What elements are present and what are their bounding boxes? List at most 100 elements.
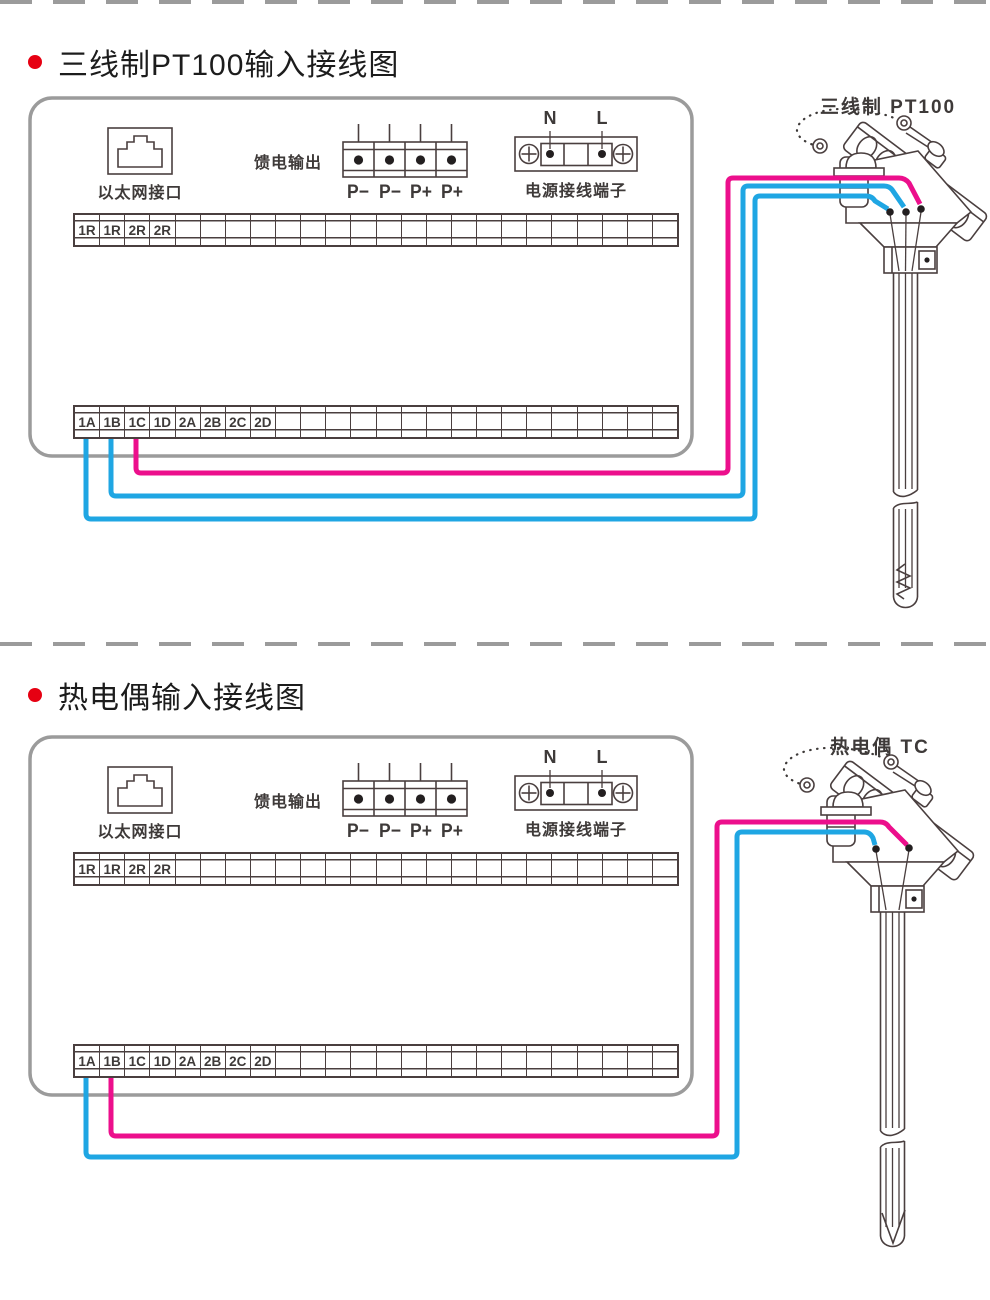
terminal-cell-empty xyxy=(452,407,477,437)
terminal-cell-empty xyxy=(276,407,302,437)
section2-title: 热电偶输入接线图 xyxy=(58,682,306,715)
terminal-cell-empty xyxy=(603,1046,628,1076)
terminal-cell-empty xyxy=(276,215,302,245)
terminal-cell-2B: 2B xyxy=(201,1046,226,1076)
terminal-cell-empty xyxy=(427,1046,452,1076)
terminal-cell-empty xyxy=(326,407,352,437)
terminal-cell-empty xyxy=(527,1046,553,1076)
terminal-cell-2C: 2C xyxy=(226,1046,251,1076)
terminal-cell-empty xyxy=(603,854,628,884)
terminal-cell-2R: 2R xyxy=(125,215,151,245)
terminal-cell-empty xyxy=(226,215,251,245)
terminal-cell-empty xyxy=(653,215,677,245)
terminal-cell-empty xyxy=(552,1046,578,1076)
terminal-cell-empty xyxy=(326,854,352,884)
feed-terminal-label: P− xyxy=(347,821,369,842)
terminal-cell-empty xyxy=(377,215,402,245)
terminal-cell-empty xyxy=(552,215,578,245)
terminal-cell-empty xyxy=(452,1046,477,1076)
terminal-cell-1R: 1R xyxy=(75,215,101,245)
terminal-cell-1R: 1R xyxy=(100,854,126,884)
terminal-cell-1A: 1A xyxy=(75,1046,101,1076)
diagram1-sensor xyxy=(795,102,990,609)
section1-title: 三线制PT100输入接线图 xyxy=(58,49,400,82)
feed-terminal-label: P+ xyxy=(441,182,463,203)
terminal-cell-2B: 2B xyxy=(201,407,226,437)
pt100-element-icon xyxy=(895,563,912,600)
terminal-cell-empty xyxy=(628,407,653,437)
terminal-cell-empty xyxy=(377,1046,402,1076)
terminal-cell-empty xyxy=(427,854,452,884)
terminal-cell-empty xyxy=(251,854,276,884)
red-bullet-icon xyxy=(28,55,42,69)
ethernet-label: 以太网接口 xyxy=(97,185,183,202)
terminal-cell-empty xyxy=(176,854,201,884)
terminal-cell-empty xyxy=(276,854,302,884)
terminal-cell-empty xyxy=(301,215,327,245)
sensor-terminal-dot xyxy=(886,208,894,216)
terminal-cell-empty xyxy=(578,407,603,437)
diagram2-wires xyxy=(83,819,913,1160)
terminal-cell-2D: 2D xyxy=(251,407,276,437)
terminal-cell-empty xyxy=(502,854,528,884)
terminal-cell-empty xyxy=(402,854,427,884)
terminal-cell-empty xyxy=(578,1046,603,1076)
feed-terminal-label: P− xyxy=(379,821,401,842)
terminal-cell-empty xyxy=(477,407,503,437)
terminal-cell-1C: 1C xyxy=(125,1046,151,1076)
terminal-cell-empty xyxy=(527,215,553,245)
terminal-cell-empty xyxy=(201,854,226,884)
terminal-cell-empty xyxy=(653,407,677,437)
terminal-cell-empty xyxy=(552,407,578,437)
terminal-cell-empty xyxy=(301,854,327,884)
sensor1-title: 三线制 PT100 xyxy=(819,97,957,118)
terminal-cell-empty xyxy=(276,1046,302,1076)
terminal-cell-empty xyxy=(176,215,201,245)
wire-1B-magenta xyxy=(108,819,909,1139)
terminal-cell-2R: 2R xyxy=(150,854,176,884)
terminal-cell-empty xyxy=(377,854,402,884)
terminal-cell-2A: 2A xyxy=(176,1046,201,1076)
wire-1A-blue xyxy=(83,193,890,522)
terminal-cell-1R: 1R xyxy=(100,215,126,245)
sensor-terminal-dot xyxy=(902,208,910,216)
terminal-cell-empty xyxy=(477,1046,503,1076)
ethernet-label: 以太网接口 xyxy=(97,824,183,841)
terminal-cell-empty xyxy=(226,854,251,884)
terminal-cell-empty xyxy=(351,215,377,245)
terminal-cell-empty xyxy=(201,215,226,245)
terminal-cell-1D: 1D xyxy=(150,1046,176,1076)
terminal-cell-empty xyxy=(477,854,503,884)
terminal-cell-empty xyxy=(653,854,677,884)
sensor-terminal-dot xyxy=(905,844,913,852)
terminal-cell-empty xyxy=(653,1046,677,1076)
power-n-label: N xyxy=(543,108,557,128)
terminal-cell-empty xyxy=(452,854,477,884)
terminal-cell-empty xyxy=(628,854,653,884)
terminal-cell-1B: 1B xyxy=(100,407,126,437)
terminal-cell-2A: 2A xyxy=(176,407,201,437)
terminal-cell-empty xyxy=(628,215,653,245)
terminal-cell-empty xyxy=(502,1046,528,1076)
wire-1C-magenta xyxy=(133,175,923,476)
terminal-cell-empty xyxy=(628,1046,653,1076)
terminal-cell-empty xyxy=(351,854,377,884)
red-bullet-icon xyxy=(28,688,42,702)
terminal-cell-empty xyxy=(427,215,452,245)
terminal-cell-1A: 1A xyxy=(75,407,101,437)
terminal-cell-empty xyxy=(301,407,327,437)
sensor-terminal-dot xyxy=(917,205,925,213)
feed-terminal-label: P+ xyxy=(410,182,432,203)
terminal-cell-empty xyxy=(301,1046,327,1076)
terminal-cell-1R: 1R xyxy=(75,854,101,884)
terminal-cell-2R: 2R xyxy=(150,215,176,245)
feed-terminal-label: P+ xyxy=(441,821,463,842)
terminal-cell-empty xyxy=(502,215,528,245)
thermocouple-junction-icon xyxy=(881,1209,906,1246)
diagram1-wires xyxy=(83,175,925,522)
